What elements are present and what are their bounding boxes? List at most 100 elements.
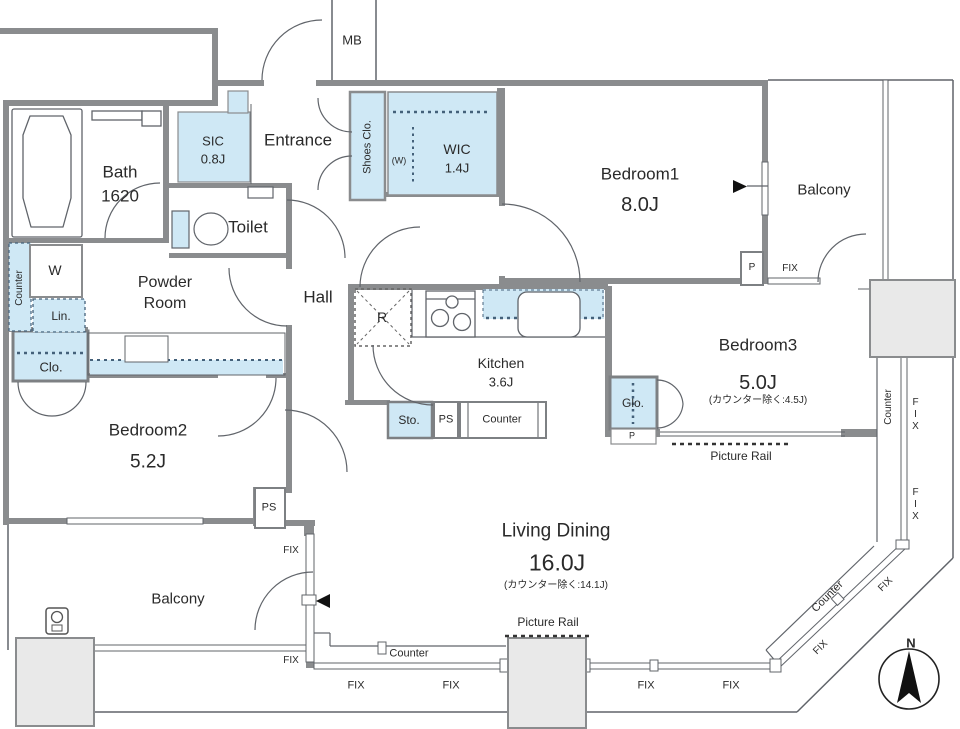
fix-label-south-4: FIX <box>722 679 740 692</box>
closet-door-right <box>51 381 87 417</box>
picture-rail-label-bottom: Picture Rail <box>517 615 579 629</box>
north-label: N <box>906 635 916 651</box>
fix-label-south-1: FIX <box>347 679 365 692</box>
bedroom1-door <box>501 203 581 283</box>
room-label-entrance: Entrance <box>263 130 333 150</box>
picture-rails <box>505 442 790 638</box>
ld-balcony-door <box>254 571 314 631</box>
room-size-bedroom2: 5.2J <box>130 451 166 473</box>
room-label-shoes-closet: Shoes Clo. <box>361 120 374 174</box>
room-label-balcony-right: Balcony <box>797 181 851 199</box>
room-label-living-dining: Living Dining <box>501 520 611 542</box>
shoes-closet-area <box>348 90 387 202</box>
washer-space <box>29 244 83 298</box>
mb-label: MB <box>342 32 362 48</box>
p-label-glo: P <box>628 430 636 441</box>
sic-area <box>177 111 251 183</box>
north-arrow <box>897 651 921 703</box>
toilet-tank <box>171 210 190 249</box>
vanity-sink <box>124 335 169 363</box>
counter-label-left: Counter <box>14 270 25 306</box>
room-label-toilet: Toilet <box>228 217 268 237</box>
kitchen-door-b <box>372 344 434 406</box>
room-label-bedroom2: Bedroom2 <box>108 420 188 440</box>
room-note-living-dining: (カウンター除く:14.1J) <box>504 580 608 591</box>
room-size-wic: 1.4J <box>444 160 470 176</box>
counter-label-right: Counter <box>883 389 894 425</box>
room-label-sic: SIC <box>202 133 224 149</box>
counter-label-kitchen: Counter <box>482 413 522 426</box>
vanity-counter <box>90 360 283 375</box>
closet-door-left <box>17 381 53 417</box>
counter-lines <box>314 357 878 664</box>
burner <box>445 295 459 309</box>
room-size-living-dining: 16.0J <box>528 549 586 576</box>
room-label-wic: WIC <box>443 141 471 157</box>
bath-cabinet <box>141 110 162 127</box>
hall-ld-door <box>284 409 348 473</box>
kitchen-sink <box>517 291 581 338</box>
closet-label-left: Clo. <box>39 359 63 375</box>
room-label-kitchen: Kitchen <box>477 355 525 371</box>
bedroom2-door <box>217 377 277 437</box>
refrigerator-space <box>354 288 412 347</box>
room-label-bedroom1: Bedroom1 <box>600 164 680 184</box>
storage-areas <box>8 90 659 445</box>
ps-label-kitchen: PS <box>438 413 454 426</box>
room-label-bath: Bath <box>102 162 138 182</box>
burner <box>430 308 450 328</box>
picture-rail-label-right: Picture Rail <box>710 449 772 463</box>
room-note-bedroom3: (カウンター除く:4.5J) <box>708 395 808 406</box>
linen-closet <box>32 298 86 333</box>
shoes-closet-door-top <box>317 97 353 133</box>
storage-box <box>386 400 434 440</box>
room-size-bedroom1: 8.0J <box>621 194 659 216</box>
bedroom3-sliding-track <box>660 431 845 437</box>
bath-shelf <box>91 110 143 121</box>
glo-label: Glo. <box>621 396 645 410</box>
wic-area <box>387 91 498 196</box>
shoes-closet-door-bottom <box>317 155 353 191</box>
room-size-bath: 1620 <box>101 186 139 206</box>
room-label-powder-1: Powder <box>137 274 193 291</box>
toilet-door <box>286 199 346 259</box>
kitchen-counter-box <box>459 401 547 439</box>
fix-label-bedroom3-window: FIX <box>782 263 798 274</box>
toilet-unit <box>171 186 274 249</box>
room-size-bedroom3: 5.0J <box>739 372 777 394</box>
wic-washer-note: (W) <box>391 155 407 166</box>
site-boundary <box>7 79 954 713</box>
vent-marker-right <box>733 180 747 193</box>
room-size-sic: 0.8J <box>200 151 226 167</box>
vent-marker-left <box>316 594 330 608</box>
room-label-hall: Hall <box>303 287 333 307</box>
compass <box>878 648 940 710</box>
kitchen-fixtures <box>354 288 605 439</box>
room-size-kitchen: 3.6J <box>488 374 514 390</box>
room-label-powder-2: Room <box>143 295 187 312</box>
fix-label-east-1: FIX <box>910 397 921 433</box>
refrigerator-label: R <box>376 309 388 325</box>
shaft-boxes <box>254 251 764 529</box>
fix-label-south-2: FIX <box>442 679 460 692</box>
vanity <box>87 332 286 376</box>
entrance-door <box>261 19 323 81</box>
doors <box>17 19 867 631</box>
burner <box>452 312 472 332</box>
closet-left <box>11 329 90 383</box>
fix-label-ld-west-2: FIX <box>283 655 299 666</box>
bedroom3-balcony-door <box>817 233 867 283</box>
glo-bifold-top <box>656 379 684 405</box>
columns <box>15 279 956 729</box>
ps-label-bedroom2: PS <box>261 501 277 514</box>
glo-bifold-bottom <box>656 403 684 429</box>
markers <box>45 104 768 635</box>
linen-label: Lin. <box>51 309 71 323</box>
room-label-balcony-bottom: Balcony <box>151 590 205 608</box>
ps-bedroom2-box <box>254 487 286 529</box>
toilet-bowl <box>193 212 229 246</box>
toilet-shelf <box>247 186 274 199</box>
fix-label-east-2: FIX <box>910 487 921 523</box>
washer-label: W <box>48 262 62 278</box>
